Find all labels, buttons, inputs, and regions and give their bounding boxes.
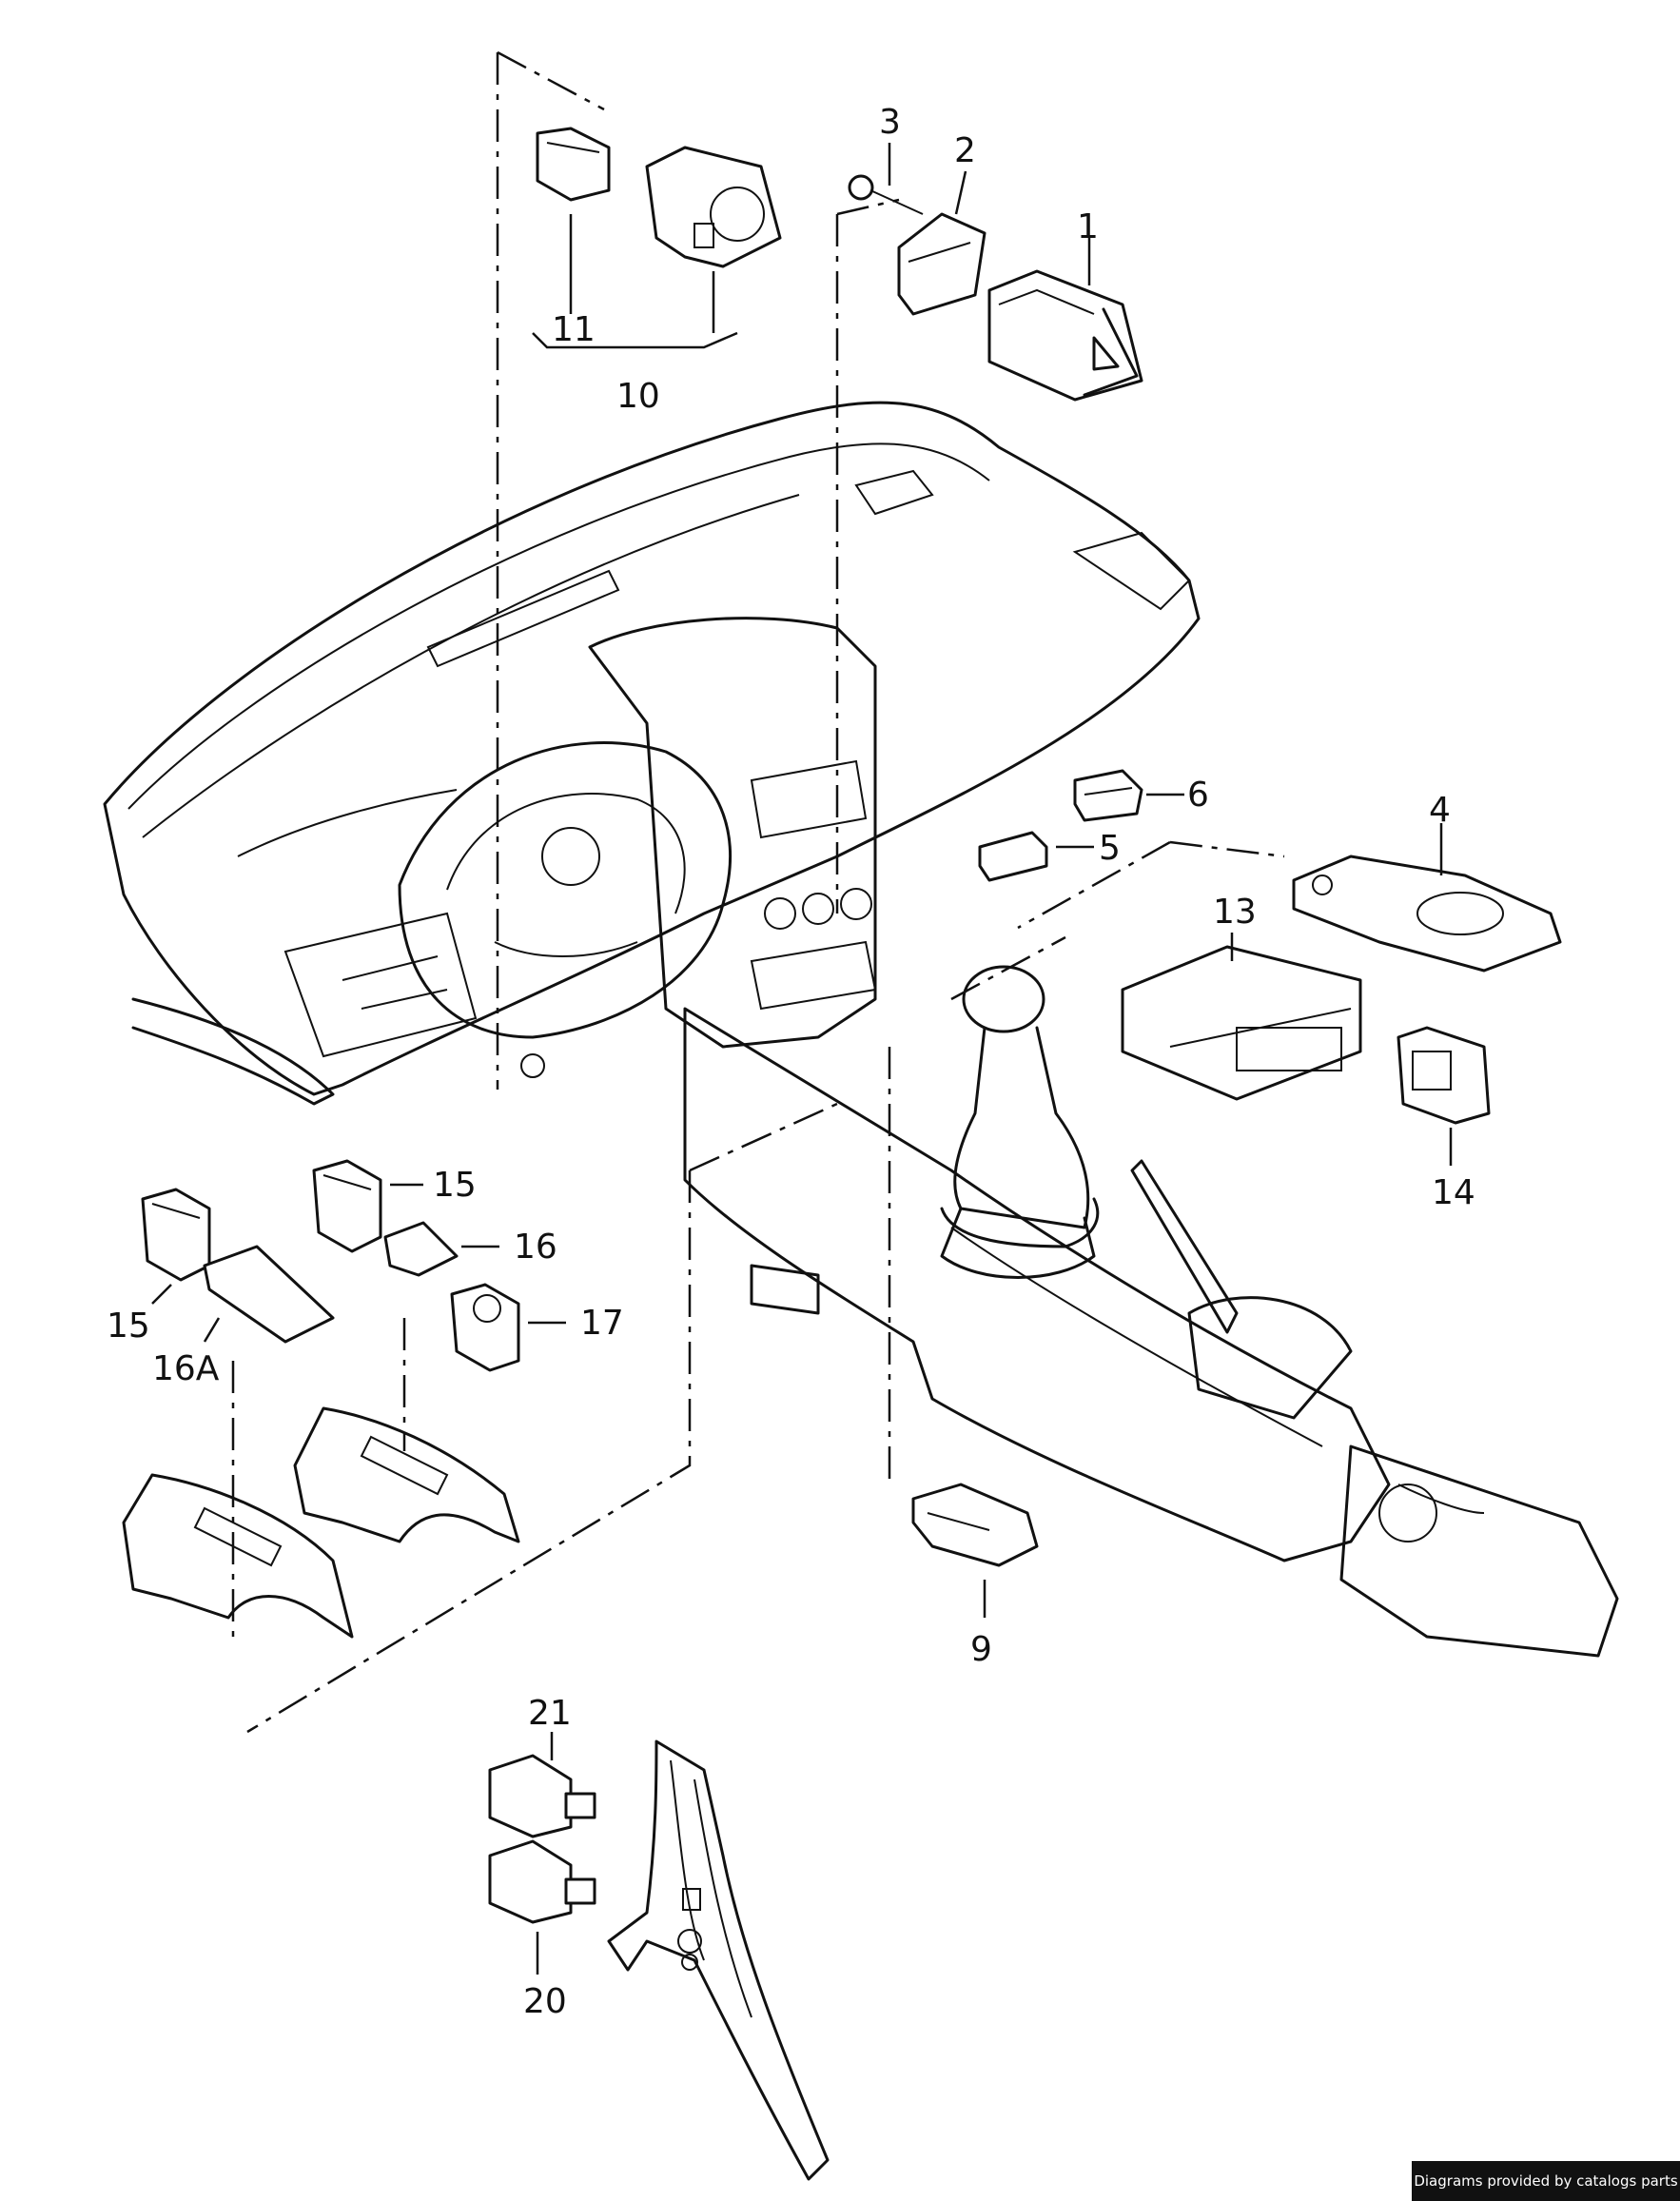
dashboard-panel	[103, 401, 1201, 1106]
callout-17: 17	[580, 1304, 624, 1343]
headlight-switch-assembly	[536, 127, 782, 268]
callout-13: 13	[1213, 893, 1257, 932]
switch-nine	[911, 1483, 1039, 1567]
pillar-switch-20	[488, 1839, 596, 1924]
switch-blank-16	[383, 1221, 459, 1277]
handbrake	[1130, 1159, 1353, 1420]
callout-3: 3	[879, 103, 901, 142]
callout-14: 14	[1432, 1173, 1475, 1212]
asr-switch-left	[141, 1188, 211, 1282]
switch-fourteen	[1397, 1026, 1491, 1125]
credit-text: Diagrams provided by catalogs parts	[1414, 2172, 1678, 2190]
side-trim-blocks	[122, 1406, 520, 1639]
screw	[848, 174, 924, 215]
display-unit	[1121, 945, 1362, 1101]
leader-lines	[151, 143, 1453, 1975]
gear-shifter	[940, 965, 1100, 1279]
switch-seventeen	[450, 1283, 520, 1372]
callout-1: 1	[1077, 207, 1099, 246]
center-console	[588, 617, 877, 1049]
switch-cover-16a	[203, 1245, 335, 1344]
callout-16a: 16A	[152, 1349, 220, 1388]
pillar-switch-21	[488, 1754, 596, 1838]
callout-15-left: 15	[107, 1307, 150, 1346]
callout-15-right: 15	[433, 1166, 477, 1205]
callout-16: 16	[514, 1228, 557, 1267]
b-pillar-trim	[607, 1739, 830, 2181]
callout-21: 21	[528, 1694, 572, 1733]
callout-11: 11	[552, 310, 596, 349]
assembly-lines	[231, 50, 1285, 1734]
callout-4: 4	[1429, 791, 1451, 830]
callout-2: 2	[954, 131, 976, 170]
callout-9: 9	[970, 1630, 992, 1669]
switch-blank	[978, 831, 1048, 882]
hazard-warning-switch	[987, 269, 1143, 402]
switch-bracket	[897, 212, 987, 316]
credit-footer: Diagrams provided by catalogs parts	[1412, 2161, 1680, 2201]
callout-5: 5	[1099, 829, 1121, 868]
asr-switch-right	[312, 1159, 382, 1253]
callout-labels: 1 2 3 4 5 6 9 10 11 13 14 15 15 16 16A 1…	[107, 103, 1475, 2021]
switch-six	[1073, 769, 1143, 822]
callout-10: 10	[616, 377, 660, 416]
callout-20: 20	[523, 1982, 567, 2021]
callout-6: 6	[1187, 776, 1209, 815]
steering-column	[398, 741, 732, 1078]
tunnel-console	[683, 1007, 1619, 1658]
cup-holder	[1292, 855, 1562, 973]
